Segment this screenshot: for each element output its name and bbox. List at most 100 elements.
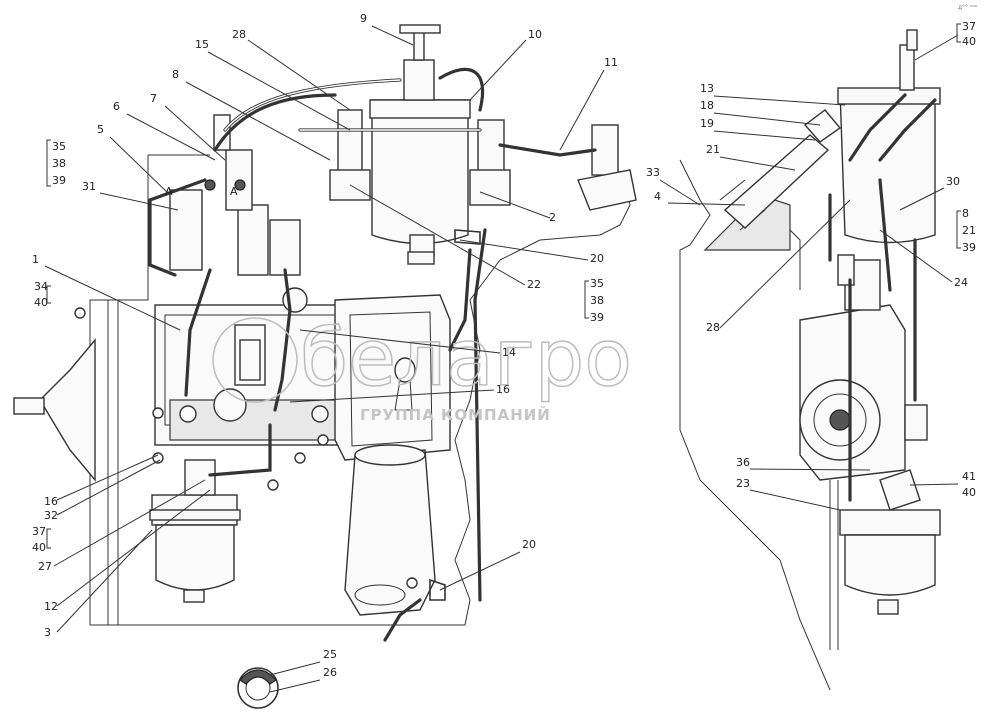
leader-line-10 [469,39,527,101]
callout-23: 23 [736,477,750,490]
callout-16: 16 [44,495,58,508]
callout-39: 39 [590,311,604,324]
leader-line-25 [269,661,321,676]
leader-line-8 [185,81,331,161]
leader-line-16 [289,389,495,403]
callout-3: 3 [44,626,51,639]
callout-40: 40 [34,296,48,309]
callout-35: 35 [590,277,604,290]
callout-21: 21 [962,224,976,237]
callout-bracket [46,528,51,549]
callout-40: 40 [32,541,46,554]
callout-28: 28 [706,321,720,334]
leader-line-14 [299,329,501,354]
callout-38: 38 [52,157,66,170]
callout-21: 21 [706,143,720,156]
leader-line-9 [371,25,414,46]
callout-11: 11 [604,56,618,69]
leader-line-24 [879,229,953,283]
callout-1: 1 [32,253,39,266]
leader-line-20 [439,551,521,591]
callout-12: 12 [44,600,58,613]
callout-bracket [956,23,961,43]
leader-line-37 [914,34,959,61]
leader-line-32 [56,459,161,516]
callout-bracket [46,285,51,304]
callout-bracket [584,280,589,319]
callout-39: 39 [52,174,66,187]
right-view [679,29,941,691]
leader-line-18 [713,112,821,126]
callout-9: 9 [360,12,367,25]
callout-34: 34 [34,280,48,293]
bolt-icons [74,307,418,589]
leader-line-3 [56,529,153,633]
leader-line-28 [247,39,351,111]
watermark-logo [212,317,298,403]
leader-line-20 [459,239,589,261]
leader-line-28 [719,199,851,329]
callout-22: 22 [527,278,541,291]
leader-line-36 [749,468,871,471]
callout-37: 37 [32,525,46,538]
leader-line-27 [53,479,206,567]
leader-line-6 [126,113,216,161]
callout-26: 26 [323,666,337,679]
callout-20: 20 [522,538,536,551]
callout-25: 25 [323,648,337,661]
leader-line-1 [44,265,181,331]
callout-32: 32 [44,509,58,522]
leader-line-7 [164,105,226,161]
callout-8: 8 [962,207,969,220]
callout-41: 41 [962,470,976,483]
callout-18: 18 [700,99,714,112]
callout-14: 14 [502,346,516,359]
callout-30: 30 [946,175,960,188]
callout-24: 24 [954,276,968,289]
callout-6: 6 [113,100,120,113]
callout-8: 8 [172,68,179,81]
callout-leaders [44,23,961,693]
callout-35: 35 [52,140,66,153]
callout-13: 13 [700,82,714,95]
leader-line-15 [207,51,351,131]
watermark-tagline: ГРУППА КОМПАНИЙ [360,405,551,424]
leader-line-23 [749,489,841,511]
leader-line-5 [109,136,171,196]
callout-7: 7 [150,92,157,105]
callout-31: 31 [82,180,96,193]
leader-line-19 [713,130,816,141]
callout-5: 5 [97,123,104,136]
leader-line-22 [349,184,526,286]
corner-mark: д°° ⁿⁿⁿ [958,4,978,11]
leader-line-41 [909,483,959,486]
left-view: A A [13,24,637,709]
callout-39: 39 [962,241,976,254]
callout-bracket [956,210,961,249]
callout-4: 4 [654,190,661,203]
leader-line-16 [56,454,159,501]
leader-line-4 [667,202,746,206]
callout-27: 27 [38,560,52,573]
leader-line-33 [659,179,701,206]
callout-bracket [46,139,51,187]
leader-line-31 [99,192,179,211]
leader-line-11 [559,69,605,151]
callout-20: 20 [590,252,604,265]
leader-line-30 [899,187,945,211]
leader-line-12 [56,489,211,607]
watermark: белагро ГРУППА КОМПАНИЙ [212,313,633,424]
section-mark-a-left: A [165,185,173,198]
callout-16: 16 [496,383,510,396]
section-mark-a-right: A [230,185,238,198]
callout-36: 36 [736,456,750,469]
watermark-brand: белагро [300,314,632,404]
callout-28: 28 [232,28,246,41]
callout-2: 2 [549,211,556,224]
callout-33: 33 [646,166,660,179]
leader-line-13 [713,95,846,106]
callout-19: 19 [700,117,714,130]
callout-40: 40 [962,35,976,48]
